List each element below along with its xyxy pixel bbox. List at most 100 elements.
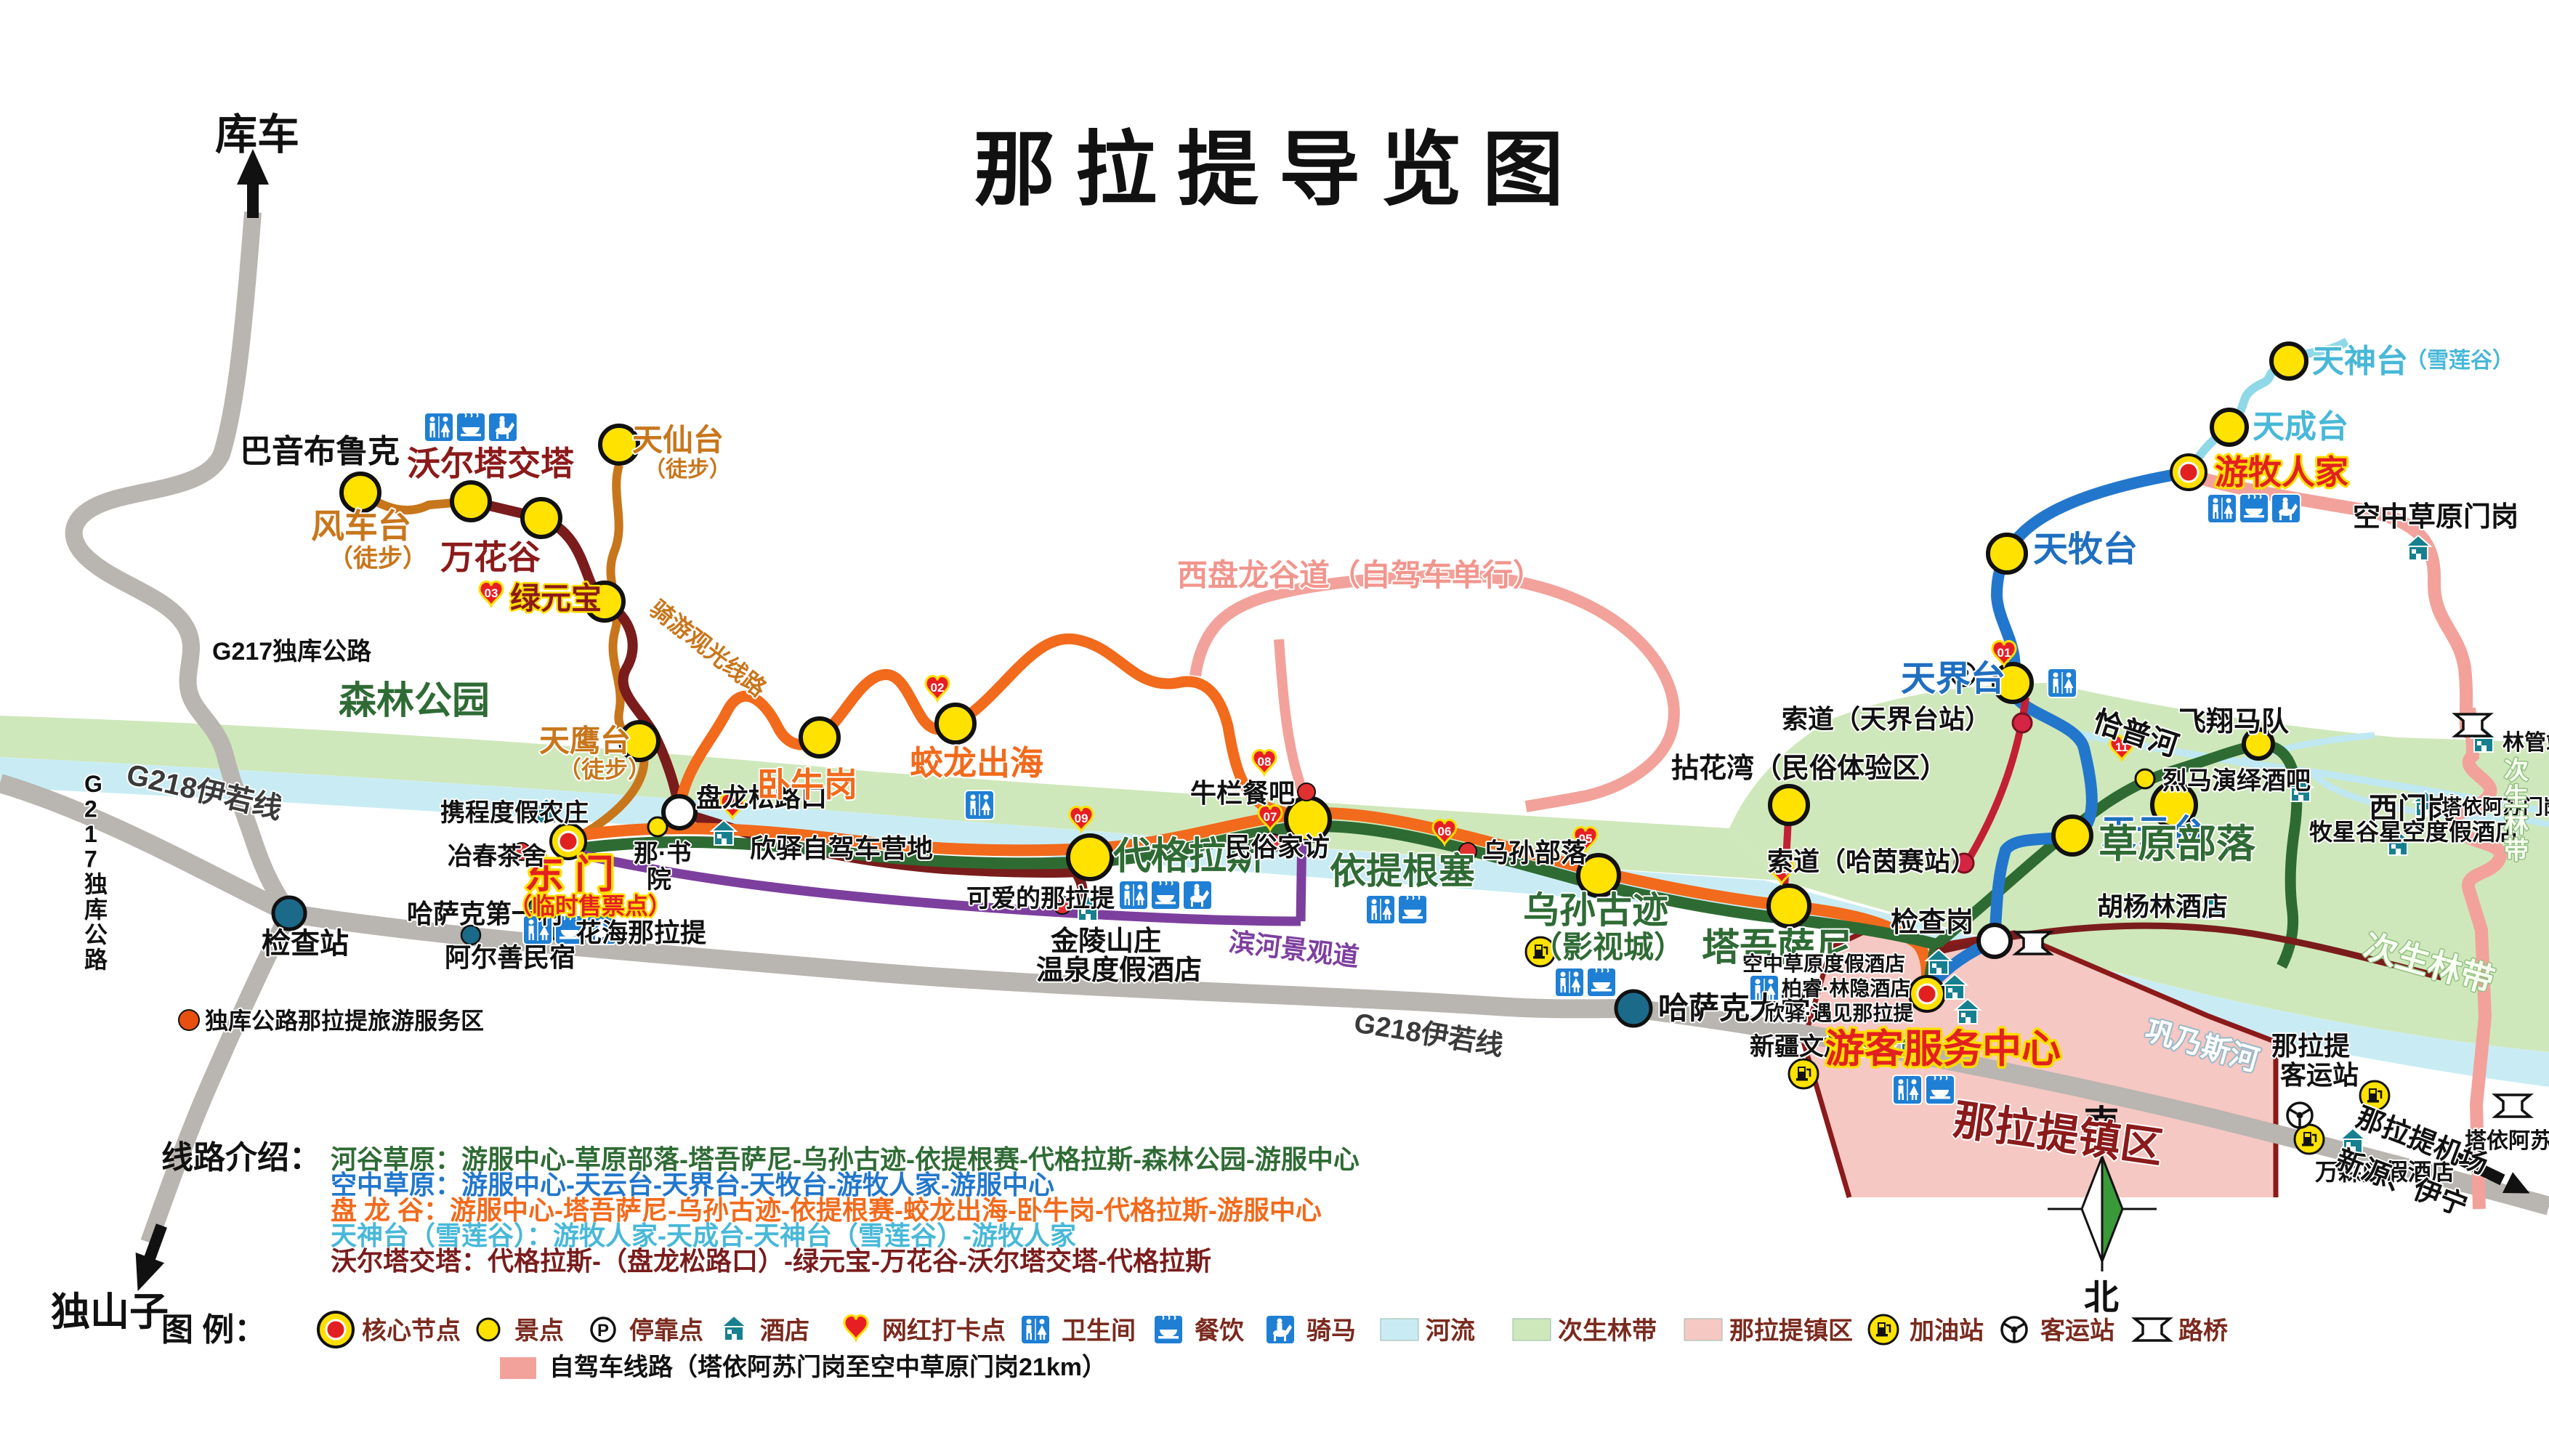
- label-youke-center: 游客服务中心: [1825, 1027, 2061, 1071]
- heart-04: 04: [1769, 858, 1795, 886]
- label-wusunguji: 乌孙古迹: [1523, 890, 1668, 931]
- nashuyuan-poi: [647, 816, 668, 838]
- dushanzi-arrow: [135, 1224, 167, 1292]
- label-hasake-daying: 哈萨克大营: [1658, 991, 1811, 1025]
- gas-town-west: [1787, 1058, 1819, 1090]
- tianmutai-poi: [1986, 533, 2028, 575]
- legend-label-heart: 网红打卡点: [882, 1317, 1006, 1345]
- hotel-xiecheng: [532, 797, 561, 824]
- legend-icon-hotel: [719, 1314, 748, 1341]
- hotel-tayiasu-gate: [2411, 790, 2440, 817]
- page-title: 那拉提导览图: [974, 122, 1584, 217]
- label-nashuyuan-1: 那·书: [634, 840, 691, 867]
- label-hotel-kongzhong: 空中草原度假酒店: [1742, 952, 1905, 975]
- food-yitigensai: [1397, 894, 1428, 925]
- label-woniugang: 卧牛岗: [757, 766, 857, 804]
- gas-g218: [1524, 936, 1556, 968]
- horse-daigelasi: [1182, 880, 1213, 910]
- label-ximengang: 西门岗: [2369, 793, 2456, 825]
- youmurenjia-node: [2170, 453, 2207, 491]
- svg-text:07: 07: [1264, 810, 1277, 824]
- panlongsong-junction: [661, 794, 698, 830]
- legend-icon-swatch-green: [1512, 1318, 1551, 1341]
- label-fengchetai: 风车台: [311, 507, 411, 545]
- food-youke: [1925, 1075, 1955, 1105]
- heart-07: 07: [1257, 804, 1283, 833]
- yechun-dot: [512, 842, 531, 861]
- label-dongmen-sub: （临时售票点）: [509, 893, 671, 919]
- daigelasi-poi: [1066, 833, 1114, 881]
- hotel-huyanglin: [2199, 893, 2228, 920]
- kuche-arrow: [237, 149, 269, 218]
- caoyuanbuluo-poi: [2150, 781, 2198, 829]
- area-valley-green: [0, 716, 1782, 881]
- heart-11: 11: [2109, 735, 2135, 763]
- airport-arrow-shaft: [2452, 1151, 2505, 1186]
- label-duku-service-area: 独库公路那拉提旅游服务区: [205, 1008, 484, 1034]
- tianxiantai-poi: [598, 424, 640, 466]
- route-binhe-purple-spur: [1296, 828, 1307, 922]
- youke-center-node: [1908, 975, 1946, 1013]
- duku-service-dot: [178, 1009, 200, 1031]
- legend-icon-toilet: [1020, 1314, 1051, 1345]
- food-dongmen: [554, 915, 585, 945]
- label-tianxiantai: 天仙台: [632, 423, 724, 457]
- label-kongzhong-gate: 空中草原门岗: [2353, 502, 2518, 533]
- label-tianshentai-sub: （雪莲谷）: [2405, 348, 2514, 373]
- food-youmu: [2239, 493, 2269, 524]
- svg-text:11: 11: [2115, 740, 2128, 754]
- label-keai-nalati: 可爱的那拉提: [966, 885, 1115, 913]
- label-hotel-borui: 柏睿·林隐酒店: [1782, 977, 1910, 1000]
- legend-icon-food: [1153, 1314, 1184, 1345]
- heart-06: 06: [1431, 819, 1458, 847]
- label-fengchetai-sub: （徒步）: [328, 544, 427, 573]
- label-woertajiaota: 沃尔塔交塔: [407, 445, 575, 482]
- horse-dongmen: [586, 915, 617, 945]
- food-wusunguji: [1586, 967, 1617, 998]
- heart-08: 08: [1251, 749, 1277, 777]
- label-jiaolongchuhai: 蛟龙出海: [910, 744, 1043, 782]
- svg-text:02: 02: [931, 681, 945, 695]
- woniugang-poi: [799, 716, 841, 759]
- food-woertajiaota: [456, 412, 486, 442]
- heart-02: 02: [924, 675, 950, 703]
- toilet-woertajiaota: [424, 412, 454, 442]
- route-saddle-trail-tianxiantai: [568, 464, 649, 846]
- route-intro-line-3: 盘 龙 谷：游服中心-塔吾萨尼-乌孙古迹-依提根赛-蛟龙出海-卧牛岗-代格拉斯-…: [331, 1195, 1322, 1225]
- cable-tianjietai-station: [2011, 712, 2033, 734]
- label-nalati-keyun-1: 那拉提: [2271, 1031, 2350, 1061]
- label-youmurenjia: 游牧人家: [2215, 453, 2348, 491]
- keyun-station-icon: [2286, 1101, 2314, 1129]
- legend-label-keyun: 客运站: [2040, 1317, 2114, 1345]
- label-huahai-nalati: 花海那拉提: [575, 918, 706, 947]
- food-daigelasi: [1150, 880, 1181, 910]
- label-huyanglin-hotel: 胡杨林酒店: [2097, 891, 2228, 921]
- svg-text:P: P: [1958, 666, 1969, 685]
- label-tayiasu: 塔依阿苏: [2465, 1129, 2549, 1153]
- legend-icon-bridge: [2131, 1317, 2173, 1342]
- legend-icon-swatch-pink: [1684, 1318, 1723, 1341]
- label-wansen-hotel: 万森度假酒店: [2315, 1159, 2455, 1185]
- legend-label-swatch-river: 河流: [1426, 1317, 1475, 1345]
- hotel-ximengang: [2383, 829, 2412, 856]
- road-g218: [0, 774, 2549, 1216]
- route-xipanlong-salmon-loop: [1189, 569, 1680, 812]
- legend-label-horse: 骑马: [1306, 1317, 1356, 1345]
- minsu-dot: [1264, 833, 1282, 852]
- heart-09: 09: [1068, 806, 1094, 834]
- label-tianyuntai: 天云台: [2101, 814, 2206, 852]
- jiaolongchuhai-poi: [934, 703, 977, 745]
- heart-05: 05: [1572, 826, 1599, 854]
- label-tianxiantai-sub: （徒步）: [644, 457, 731, 482]
- wanhuagu-poi: [520, 497, 562, 539]
- label-nalati-keyun-2: 客运站: [2280, 1060, 2359, 1090]
- bridge-youke: [2012, 931, 2054, 955]
- hotel-wansen: [2338, 1127, 2367, 1154]
- label-suodao-tianjietai: 索道（天界台站）: [1782, 704, 1991, 734]
- label-kuche: 库车: [215, 111, 299, 158]
- fengchetai-poi: [339, 472, 381, 514]
- bridge-linguanzhan: [2452, 713, 2494, 737]
- route-intro-line-1: 河谷草原：游服中心-草原部落-塔吾萨尼-乌孙古迹-依提根赛-代格拉斯-森林公园-…: [331, 1144, 1360, 1174]
- label-hotel-xinyi-yujian: 欣驿·遇见那拉提: [1764, 1001, 1914, 1024]
